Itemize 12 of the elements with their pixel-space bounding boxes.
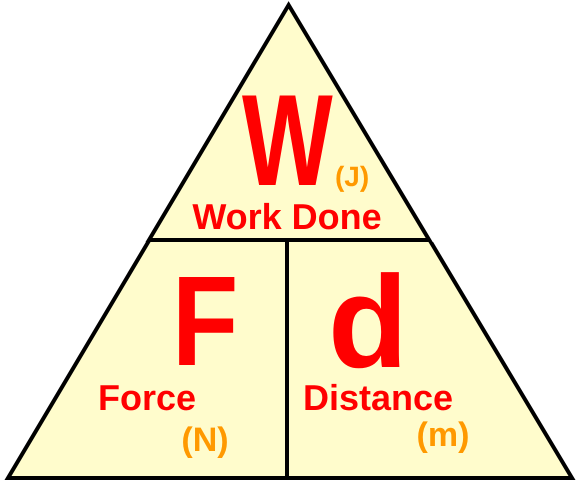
triangle-section — [144, 0, 435, 242]
symbol-letter: F — [172, 274, 238, 368]
unit-label: (N) — [181, 420, 229, 460]
unit-label: (m) — [416, 416, 470, 455]
quantity-label: Distance — [302, 380, 454, 416]
trapezoid-section — [289, 242, 577, 483]
symbol-letter: d — [328, 274, 408, 370]
quantity-label: Work Done — [192, 198, 382, 235]
unit-label: (J) — [334, 161, 370, 194]
quantity-label: Force — [98, 380, 196, 416]
trapezoid-section — [3, 242, 289, 483]
symbol-letter: W — [242, 92, 332, 188]
